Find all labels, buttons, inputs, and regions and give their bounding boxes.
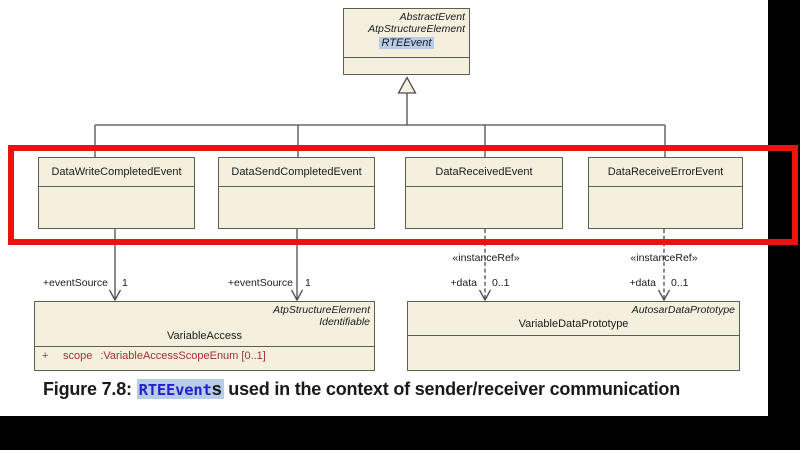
role-label-data-1: +data [450,277,477,289]
stereotype-label-instanceref-2: «instanceRef» [630,252,698,264]
open-arrowhead-icon-4 [657,289,671,302]
class-rteevent: AbstractEvent AtpStructureElement RTEEve… [343,8,470,75]
letterbox-bottom [0,416,800,450]
open-arrowhead-icon-2 [290,289,304,302]
stereotype-autosardataprototype: AutosarDataPrototype [631,304,735,316]
stereotype-atpstructureelement: AtpStructureElement [368,23,465,35]
multiplicity-label-01b: 0..1 [671,277,689,289]
attribute-visibility: + [42,350,49,362]
class-datasendcompletedevent: DataSendCompletedEvent [218,157,375,229]
class-name-rteevent: RTEEvent [348,37,465,50]
empty-compartment [344,57,469,71]
stereotype-abstractevent: AbstractEvent [399,11,465,23]
caption-prefix: Figure 7.8: [43,379,137,399]
open-arrowhead-icon-1 [108,289,122,302]
class-name: DataReceiveErrorEvent [589,158,742,187]
caption-highlight: RTEEvents [136,379,224,399]
class-name-variabledataprototype: VariableDataPrototype [518,318,629,330]
figure-caption: Figure 7.8: RTEEvents used in the contex… [43,379,680,400]
stereotype-label-instanceref-1: «instanceRef» [452,252,520,264]
stereotype-atpstructureelement: AtpStructureElement [273,304,370,316]
multiplicity-label-1b: 1 [305,277,311,289]
open-arrowhead-icon-3 [478,289,492,302]
class-datawritecompletedevent: DataWriteCompletedEvent [38,157,195,229]
stereotype-identifiable: Identifiable [319,316,370,328]
class-name: DataSendCompletedEvent [219,158,374,187]
attribute-name: scope [63,350,93,362]
class-name: DataWriteCompletedEvent [39,158,194,187]
role-label-data-2: +data [629,277,656,289]
class-name-variableaccess: VariableAccess [167,330,242,342]
caption-text: used in the context of sender/receiver c… [223,379,681,399]
class-name: DataReceivedEvent [406,158,562,187]
class-variableaccess: AtpStructureElement Identifiable Variabl… [34,301,375,371]
role-label-eventsource-2: +eventSource [227,277,293,289]
class-datareceivedevent: DataReceivedEvent [405,157,563,229]
caption-code-term: RTEEvent [138,381,212,399]
attribute-type: :VariableAccessScopeEnum [0..1] [100,350,266,362]
role-label-eventsource-1: +eventSource [42,277,108,289]
attribute-compartment: + scope :VariableAccessScopeEnum [0..1] [35,346,374,367]
highlight-annotation-rect [8,145,798,245]
caption-code-suffix: s [211,379,222,399]
class-datareceiveerrorevent: DataReceiveErrorEvent [588,157,743,229]
multiplicity-label-1a: 1 [122,277,128,289]
class-variabledataprototype: AutosarDataPrototype VariableDataPrototy… [407,301,740,371]
empty-compartment [408,335,739,367]
multiplicity-label-01a: 0..1 [492,277,510,289]
generalization-triangle-icon [397,76,417,94]
attribute-scope: + scope :VariableAccessScopeEnum [0..1] [35,347,374,366]
